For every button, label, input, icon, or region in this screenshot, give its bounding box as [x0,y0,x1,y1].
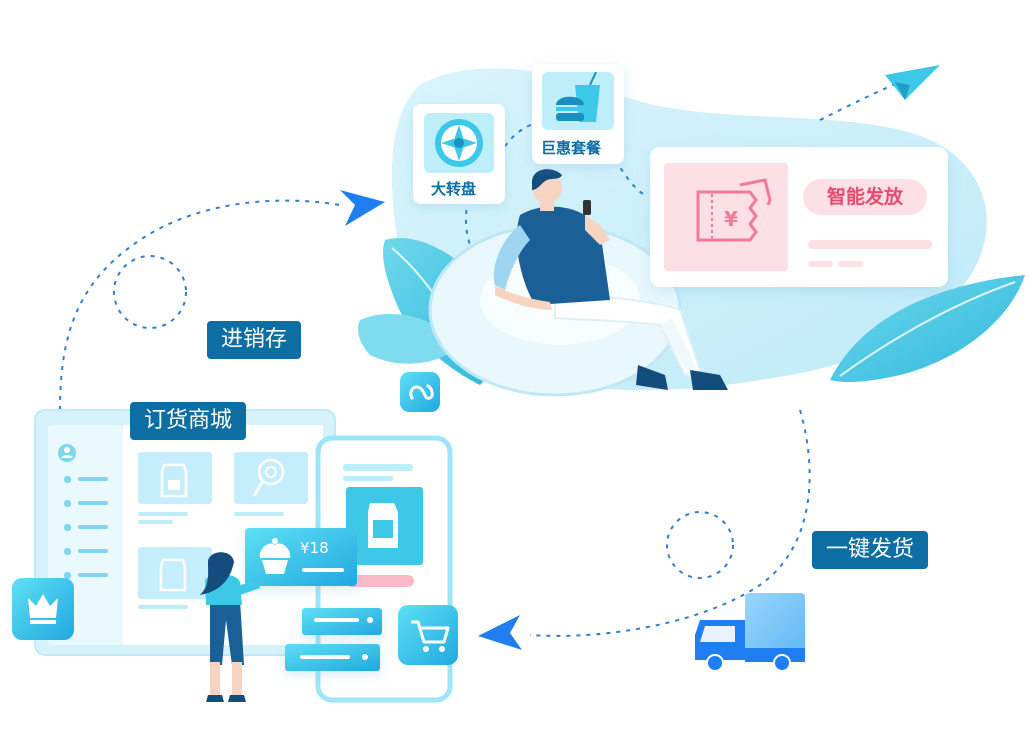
lollipop-icon [252,458,285,497]
phone-milk-icon [368,503,398,548]
svg-text:¥: ¥ [724,207,738,231]
cupcake-icon [259,538,291,574]
paper-plane-icon [885,65,940,100]
prize-wheel-icon [435,119,483,167]
milk-carton-icon [159,463,188,592]
price-label: ¥18 [300,539,329,557]
leaf-right [830,275,1025,383]
tag-yijian-fahuo: 一键发货 [812,531,929,569]
stacked-bars [285,608,382,671]
delivery-truck-icon [695,593,805,672]
shopping-cart-icon [398,605,458,665]
arrow-top [340,190,385,226]
arrow-bottom [478,615,522,650]
user-avatar-icon [58,444,76,462]
burger-drink-icon [556,71,600,122]
man-figure [493,169,728,390]
pill-zhineng-fafang: 智能发放 [803,179,927,215]
dotted-paths [59,79,906,637]
mini-program-icon [400,372,440,412]
crown-icon [12,578,74,640]
tag-dinghuo-shangcheng: 订货商城 [130,402,247,440]
label-juhui-taocan: 巨惠套餐 [541,139,602,157]
label-da-zhuanpan: 大转盘 [431,180,477,198]
coupon-icon: ¥ [696,178,772,242]
tag-jinxiaocun: 进销存 [207,321,302,359]
woman-figure [200,552,260,702]
coupon-card [650,147,948,287]
